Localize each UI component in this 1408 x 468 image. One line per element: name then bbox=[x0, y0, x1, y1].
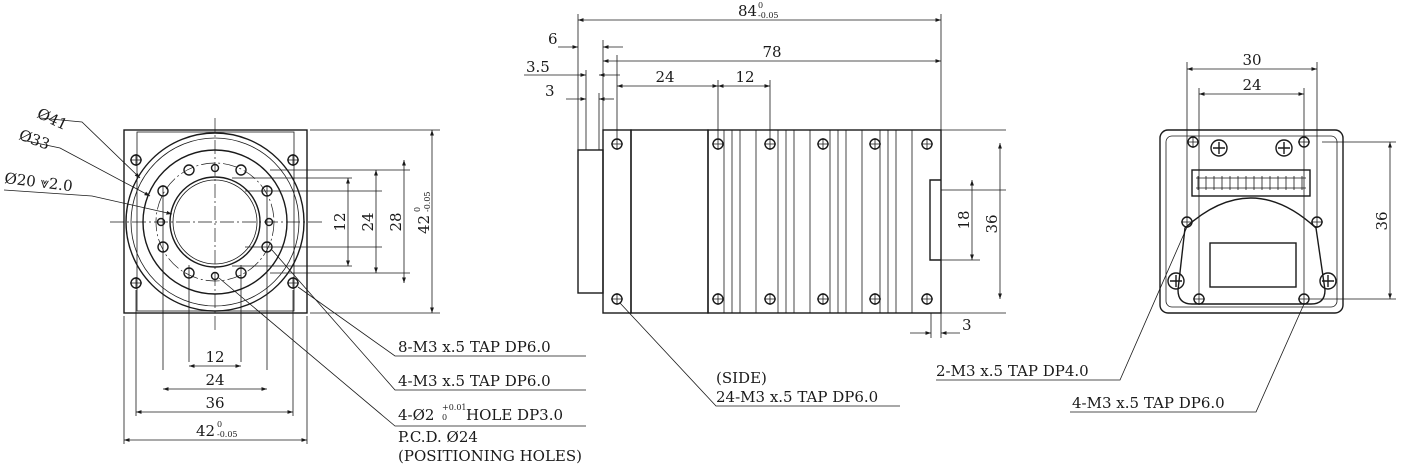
dim-18: 18 bbox=[955, 210, 973, 229]
leader-2-m3 bbox=[936, 226, 1188, 381]
side-body-plain bbox=[630, 129, 709, 314]
leader-d41 bbox=[39, 117, 141, 179]
rear-screws bbox=[1167, 139, 1337, 290]
side-fins bbox=[723, 130, 913, 313]
leader-24-m3 bbox=[619, 302, 900, 407]
label-d33: Ø33 bbox=[17, 126, 53, 154]
leader-4-m3-rear bbox=[1070, 303, 1305, 413]
rear-inner-outline bbox=[1165, 135, 1338, 308]
svg-text:4-Ø2: 4-Ø2 bbox=[398, 406, 434, 424]
leader-d20 bbox=[3, 189, 173, 215]
dim-42-h: 42 bbox=[196, 422, 215, 440]
side-extension-lines bbox=[577, 14, 1006, 338]
front-view: 12 24 28 42 0 -0.05 12 24 36 42 0 -0.05 … bbox=[4, 104, 586, 465]
rear-connector bbox=[1191, 169, 1311, 197]
dim-6: 6 bbox=[548, 30, 558, 48]
dim-3-5: 3.5 bbox=[526, 58, 550, 76]
dim-36-rear: 36 bbox=[1373, 211, 1391, 230]
side-tap-holes bbox=[611, 138, 933, 305]
front-corner-holes bbox=[130, 154, 299, 289]
front-centerlines bbox=[110, 118, 322, 330]
side-front-flange bbox=[602, 129, 632, 314]
leader-4-m3 bbox=[271, 249, 586, 391]
leader-d33 bbox=[21, 139, 151, 197]
leader-4-d2 bbox=[218, 277, 586, 427]
front-extension-lines-h bbox=[123, 185, 308, 444]
rear-body-outline bbox=[1159, 129, 1344, 314]
dim-3-bottom: 3 bbox=[962, 316, 972, 334]
note-positioning: (POSITIONING HOLES) bbox=[398, 447, 582, 465]
leader-8-m3 bbox=[297, 286, 586, 357]
note-24-m3: 24-M3 x.5 TAP DP6.0 bbox=[716, 388, 878, 406]
rear-label-window bbox=[1209, 242, 1297, 288]
dim-42-v-tol-upper: 0 bbox=[413, 207, 422, 212]
front-body-outline bbox=[123, 129, 308, 314]
side-body-finned bbox=[707, 129, 942, 314]
side-connector-step bbox=[929, 179, 941, 261]
rear-back-cover bbox=[1177, 197, 1326, 305]
label-side: (SIDE) bbox=[716, 369, 767, 387]
dim-28-v: 28 bbox=[387, 212, 405, 231]
note-pcd: P.C.D. Ø24 bbox=[398, 428, 478, 446]
dim-42-v-tol-lower: -0.05 bbox=[423, 191, 432, 212]
note-8-m3: 8-M3 x.5 TAP DP6.0 bbox=[398, 338, 551, 356]
dim-24-side: 24 bbox=[655, 68, 674, 86]
dim-36-side: 36 bbox=[983, 214, 1001, 233]
note-hole-suffix: HOLE DP3.0 bbox=[466, 406, 563, 424]
dim-24-h: 24 bbox=[205, 371, 224, 389]
rear-tap-holes bbox=[1181, 136, 1323, 305]
dim-42-h-tol-upper: 0 bbox=[217, 420, 222, 429]
dim-42-h-tol-lower: -0.05 bbox=[217, 430, 238, 439]
dim-36-h: 36 bbox=[205, 394, 224, 412]
dim-42-v: 42 bbox=[415, 215, 433, 234]
dim-12-side: 12 bbox=[735, 68, 754, 86]
note-4-m3: 4-M3 x.5 TAP DP6.0 bbox=[398, 372, 551, 390]
dim-30: 30 bbox=[1242, 51, 1261, 69]
dim-12-v: 12 bbox=[331, 212, 349, 231]
side-view: 84 0 -0.05 6 78 3.5 24 12 3 18 36 3 (SID… bbox=[524, 1, 1006, 407]
dim-12-h: 12 bbox=[205, 348, 224, 366]
note-hole-tol-lower: 0 bbox=[442, 413, 447, 422]
dim-3-top: 3 bbox=[545, 82, 555, 100]
label-d20: Ø20 ⩔2.0 bbox=[4, 169, 74, 195]
note-2-m3: 2-M3 x.5 TAP DP4.0 bbox=[936, 362, 1089, 380]
rear-view: 30 24 36 2-M3 x.5 TAP DP4.0 4-M3 x.5 TAP… bbox=[936, 51, 1396, 413]
note-hole-tol-upper: +0.01 bbox=[442, 403, 467, 412]
note-hole-prefix: 4-Ø2 bbox=[398, 406, 434, 424]
rear-connector-pins bbox=[1196, 176, 1306, 190]
front-extension-lines-v bbox=[232, 129, 440, 314]
dim-84: 84 bbox=[738, 2, 757, 20]
dim-84-tol-lower: -0.05 bbox=[758, 11, 779, 20]
label-d41: Ø41 bbox=[34, 104, 70, 134]
dim-84-tol-upper: 0 bbox=[758, 1, 763, 10]
dim-78: 78 bbox=[762, 43, 781, 61]
dim-24-v: 24 bbox=[359, 212, 377, 231]
note-4-d2-hole: 4-Ø2 +0.01 0 HOLE DP3.0 bbox=[398, 403, 563, 424]
note-4-m3-rear: 4-M3 x.5 TAP DP6.0 bbox=[1072, 394, 1225, 412]
rear-extension-lines bbox=[1186, 62, 1396, 300]
side-lens-mount bbox=[577, 149, 604, 294]
dim-24-rear: 24 bbox=[1242, 76, 1261, 94]
